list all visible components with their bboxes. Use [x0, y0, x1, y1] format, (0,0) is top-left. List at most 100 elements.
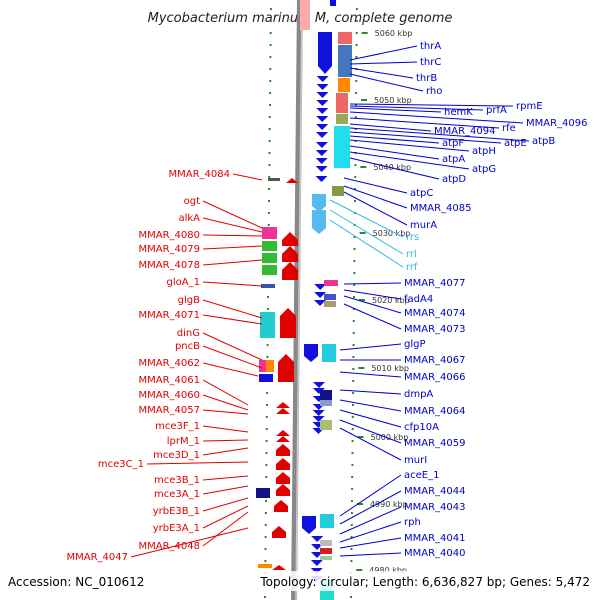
gene-label[interactable]: fadA4: [404, 294, 433, 305]
gene-label[interactable]: gloA_1: [167, 277, 200, 288]
track-dot: [269, 92, 272, 94]
track-dot: [266, 308, 269, 310]
gene-label[interactable]: MMAR_4043: [404, 502, 466, 513]
gene-label[interactable]: MMAR_4084: [169, 169, 231, 180]
gene-label[interactable]: dmpA: [404, 389, 433, 400]
gene-label[interactable]: MMAR_4048: [139, 541, 201, 552]
feature-block: [260, 312, 275, 338]
gene-label[interactable]: atpB: [532, 136, 555, 147]
gene-label[interactable]: MMAR_4077: [404, 278, 466, 289]
gene-label[interactable]: atpC: [410, 188, 433, 199]
leader-line: [343, 185, 408, 209]
gene-label[interactable]: yrbE3A_1: [153, 523, 200, 534]
gene-label[interactable]: MMAR_4060: [139, 390, 201, 401]
gene-label[interactable]: MMAR_4080: [139, 230, 201, 241]
gene-label[interactable]: MMAR_4041: [404, 533, 466, 544]
gene-label[interactable]: thrA: [420, 41, 441, 52]
feature-arrow: [316, 76, 329, 82]
feature-block: [256, 488, 270, 498]
gene-label[interactable]: MMAR_4062: [139, 358, 201, 369]
gene-label[interactable]: atpG: [472, 164, 496, 175]
gene-label[interactable]: MMAR_4059: [404, 438, 466, 449]
track-dot: [354, 188, 357, 190]
gene-label[interactable]: thrB: [416, 73, 437, 84]
feature-block: [324, 280, 338, 286]
gene-label[interactable]: atpD: [442, 174, 466, 185]
leader-line: [349, 127, 530, 142]
feature-block: [259, 360, 266, 372]
leader-line: [202, 281, 263, 287]
track-dot: [350, 512, 353, 514]
leader-line: [202, 439, 249, 442]
track-dot: [354, 176, 357, 178]
track-dot: [269, 104, 271, 106]
gene-label[interactable]: pncB: [175, 341, 200, 352]
track-dot: [353, 284, 356, 286]
gene-label[interactable]: mce3A_1: [154, 489, 200, 500]
gene-label[interactable]: MMAR_4071: [139, 310, 201, 321]
gene-label[interactable]: mce3C_1: [98, 459, 144, 470]
gene-label[interactable]: atpE: [504, 138, 527, 149]
leader-line: [349, 73, 424, 92]
track-dot: [355, 32, 358, 34]
gene-label[interactable]: dinG: [177, 328, 200, 339]
gene-label[interactable]: thrC: [420, 57, 441, 68]
leader-line: [339, 490, 402, 525]
gene-label[interactable]: MMAR_4040: [404, 548, 466, 559]
gene-label[interactable]: MMAR_4066: [404, 372, 466, 383]
gene-label[interactable]: cfp10A: [404, 422, 439, 433]
gene-label[interactable]: mce3B_1: [154, 475, 200, 486]
gene-label[interactable]: MMAR_4074: [404, 308, 466, 319]
gene-label[interactable]: MMAR_4044: [404, 486, 466, 497]
gene-label[interactable]: MMAR_4096: [526, 118, 588, 129]
gene-label[interactable]: MMAR_4061: [139, 375, 201, 386]
leader-line: [329, 219, 404, 268]
track-dot: [269, 20, 272, 22]
gene-label[interactable]: rph: [404, 517, 421, 528]
gene-label[interactable]: murA: [410, 220, 437, 231]
gene-label[interactable]: alkA: [178, 213, 200, 224]
gene-label[interactable]: MMAR_4064: [404, 406, 466, 417]
leader-line: [339, 399, 402, 412]
track-dot: [351, 440, 354, 442]
gene-label[interactable]: atpA: [442, 154, 465, 165]
gene-label[interactable]: rrf: [406, 262, 418, 273]
feature-arrow: [276, 402, 290, 408]
gene-label[interactable]: glgP: [404, 339, 426, 350]
gene-label[interactable]: atpF: [442, 138, 464, 149]
gene-label[interactable]: prfA: [486, 105, 507, 116]
gene-label[interactable]: MMAR_4057: [139, 405, 201, 416]
feature-arrow: [315, 142, 328, 148]
gene-label[interactable]: glgB: [178, 295, 200, 306]
gene-label[interactable]: rfe: [502, 123, 516, 134]
leader-line: [202, 217, 263, 233]
track-dot: [268, 200, 270, 202]
track-dot: [353, 272, 356, 274]
leader-line: [146, 461, 249, 465]
gene-label[interactable]: rho: [426, 86, 442, 97]
feature-arrow: [316, 100, 329, 106]
gene-label[interactable]: aceE_1: [404, 470, 439, 481]
track-dot: [354, 128, 357, 130]
gene-label[interactable]: mce3D_1: [153, 450, 200, 461]
gene-label[interactable]: mce3F_1: [155, 421, 200, 432]
gene-label[interactable]: MMAR_4085: [410, 203, 472, 214]
gene-label[interactable]: atpH: [472, 146, 496, 157]
gene-label[interactable]: yrbE3B_1: [153, 506, 200, 517]
gene-label[interactable]: ogt: [184, 196, 200, 207]
gene-label[interactable]: MMAR_4094: [434, 126, 496, 137]
gene-label[interactable]: murI: [404, 455, 427, 466]
gene-label[interactable]: hemK: [444, 107, 473, 118]
gene-label[interactable]: MMAR_4047: [67, 552, 129, 563]
gene-label[interactable]: rrs: [406, 232, 419, 243]
feature-arrow: [276, 472, 290, 484]
gene-label[interactable]: MMAR_4078: [139, 260, 201, 271]
gene-label[interactable]: rpmE: [516, 101, 543, 112]
gene-label[interactable]: MMAR_4079: [139, 244, 201, 255]
gene-label[interactable]: MMAR_4067: [404, 355, 466, 366]
track-dot: [355, 8, 358, 10]
gene-label[interactable]: rrl: [406, 249, 417, 260]
gene-label[interactable]: MMAR_4073: [404, 324, 466, 335]
gene-label[interactable]: lprM_1: [167, 436, 200, 447]
track-dot: [267, 296, 269, 298]
